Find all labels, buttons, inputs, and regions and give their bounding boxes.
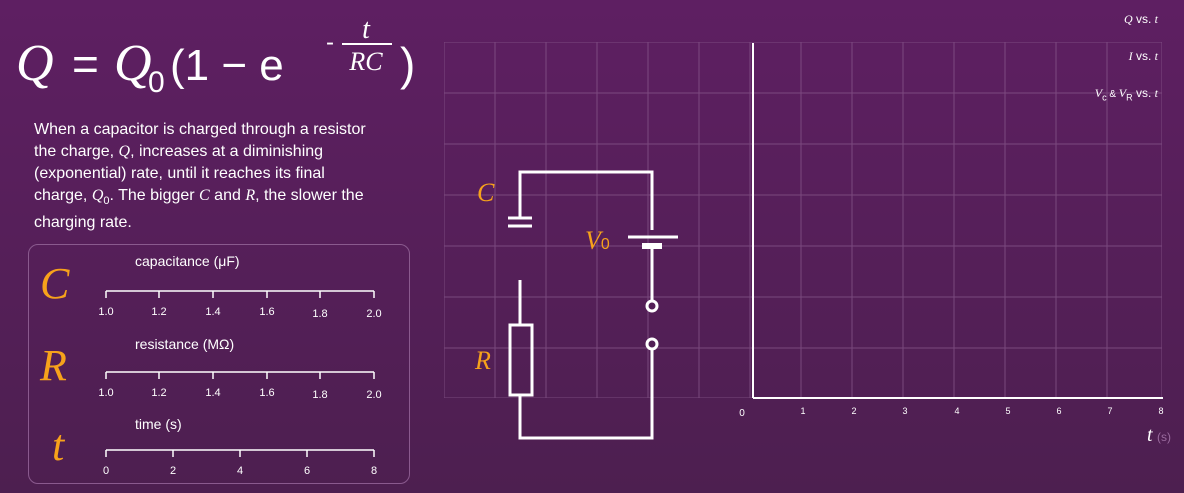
capacitance-slider[interactable]: 1.0 1.2 1.4 1.6 1.8 2.0 [95, 285, 395, 325]
resistor-label: R [475, 346, 491, 375]
resistance-tick-label: 1.8 [312, 389, 327, 401]
q-vs-t-option[interactable]: Q vs. t [1123, 12, 1158, 26]
formula-exp-denominator: RC [348, 47, 383, 76]
formula-q0-sub: 0 [148, 66, 165, 99]
capacitance-tick-label: 2.0 [366, 308, 381, 320]
voltage-label: V0 [585, 226, 610, 255]
capacitance-tick-label: 1.8 [312, 308, 327, 320]
slider-letter-t: t [52, 421, 65, 470]
capacitance-slider-title: capacitance (μF) [135, 253, 240, 269]
capacitance-tick-label: 1.4 [205, 306, 220, 318]
slider-panel [28, 244, 410, 484]
circuit-top-wire [518, 170, 654, 230]
description-line-5: charging rate. [34, 214, 132, 232]
slider-letter-r: R [40, 341, 67, 390]
x-tick-label: 3 [902, 406, 907, 416]
formula-paren-close: ) [400, 38, 415, 90]
time-tick-label: 2 [170, 465, 176, 477]
formula-equals: = [72, 38, 99, 90]
description-line-3: (exponential) rate, until it reaches its… [34, 165, 325, 182]
description-line-2: the charge, Q, increases at a diminishin… [34, 143, 324, 160]
x-tick-label: 8 [1158, 406, 1163, 416]
formula-exp-minus: - [326, 29, 334, 56]
switch-terminal-top [645, 299, 659, 313]
graph-axes: 0 1 2 3 4 5 6 7 8 [739, 43, 1164, 419]
charge-formula: Q = Q 0 (1 − e - t RC ) [16, 14, 415, 99]
resistance-tick-label: 1.6 [259, 387, 274, 399]
vc-vr-vs-t-option[interactable]: Vc & VR vs. t [1094, 86, 1158, 103]
resistance-slider[interactable]: 1.0 1.2 1.4 1.6 1.8 2.0 [95, 366, 395, 406]
x-tick-label: 6 [1056, 406, 1061, 416]
x-axis-label: t (s) [1147, 424, 1172, 446]
capacitance-tick-label: 1.6 [259, 306, 274, 318]
time-slider[interactable]: 0 2 4 6 8 [95, 444, 395, 484]
time-tick-label: 0 [103, 465, 109, 477]
i-vs-t-option[interactable]: I vs. t [1128, 49, 1158, 63]
formula-q0: Q [114, 35, 152, 92]
circuit-bottom-wire [518, 348, 654, 440]
formula-paren-open: (1 − e [170, 41, 284, 90]
description-line-4: charge, Q0. The bigger C and R, the slow… [34, 187, 364, 208]
capacitor-label: C [477, 178, 495, 207]
x-tick-label: 5 [1005, 406, 1010, 416]
resistance-tick-label: 1.2 [151, 387, 166, 399]
background-grid [444, 42, 1162, 398]
x-tick-label: 0 [739, 408, 745, 419]
battery-short-plate [642, 243, 662, 249]
capacitance-tick-label: 1.2 [151, 306, 166, 318]
x-tick-label: 1 [800, 406, 805, 416]
switch-terminal-bottom [645, 337, 659, 351]
capacitance-tick-label: 1.0 [98, 306, 113, 318]
description-text: When a capacitor is charged through a re… [34, 119, 394, 234]
resistance-tick-label: 1.4 [205, 387, 220, 399]
formula-lhs: Q [16, 35, 54, 92]
slider-letter-c: C [40, 259, 70, 308]
x-tick-label: 7 [1107, 406, 1112, 416]
time-tick-label: 6 [304, 465, 310, 477]
resistance-slider-title: resistance (MΩ) [135, 336, 235, 352]
resistor-box [508, 323, 534, 397]
time-tick-label: 8 [371, 465, 377, 477]
formula-exp-numerator: t [362, 14, 371, 45]
time-slider-title: time (s) [135, 416, 182, 432]
description-line-1: When a capacitor is charged through a re… [34, 121, 366, 138]
x-tick-label: 2 [851, 406, 856, 416]
resistance-tick-label: 1.0 [98, 387, 113, 399]
x-tick-label: 4 [954, 406, 959, 416]
circuit-diagram [508, 170, 678, 440]
resistance-tick-label: 2.0 [366, 389, 381, 401]
time-tick-label: 4 [237, 465, 243, 477]
